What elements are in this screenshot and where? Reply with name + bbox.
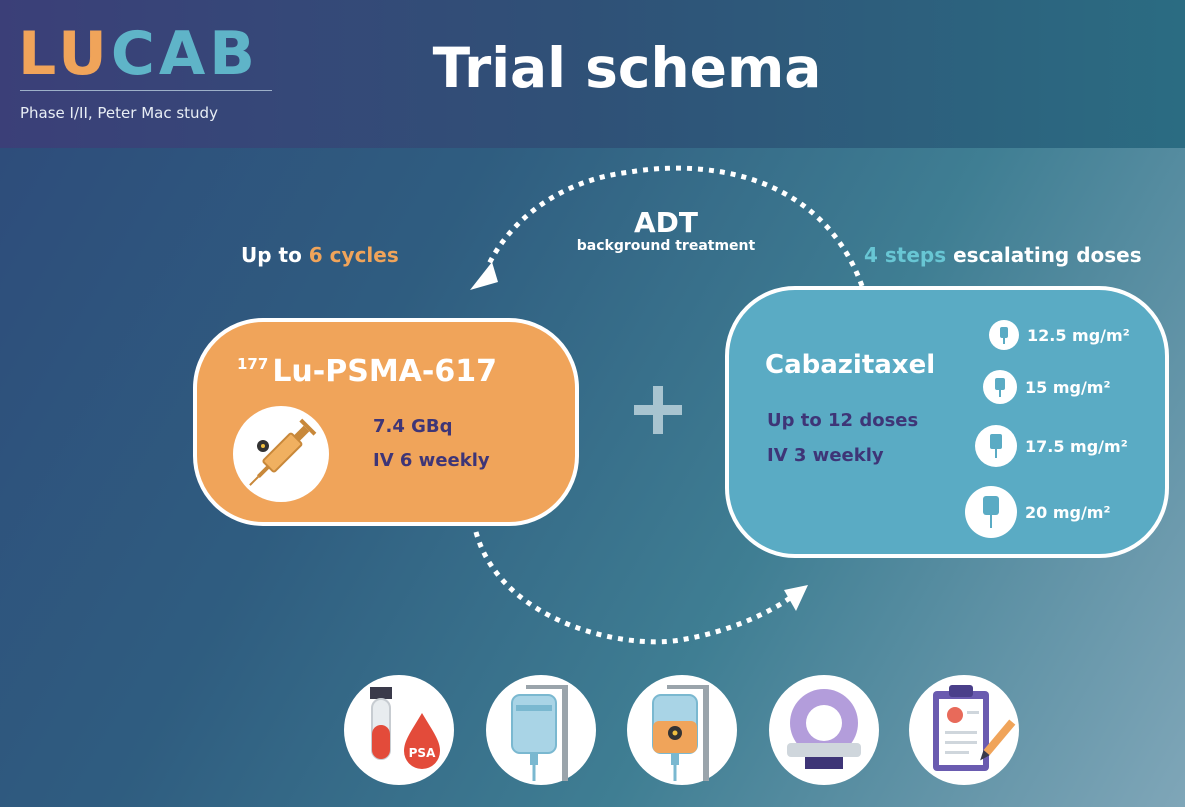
scanner-icon xyxy=(769,675,879,785)
iv-bag-icon xyxy=(486,675,596,785)
clipboard-icon xyxy=(909,675,1019,785)
dose-step-label: 20 mg/m² xyxy=(1025,502,1111,522)
steps-label: 4 steps escalating doses xyxy=(864,243,1142,267)
dose-step-label: 12.5 mg/m² xyxy=(1027,325,1130,345)
cycles-prefix: Up to xyxy=(241,243,309,267)
adt-title: ADT xyxy=(633,206,698,239)
cab-schedule: IV 3 weekly xyxy=(767,445,884,466)
steps-suffix: escalating doses xyxy=(946,243,1142,267)
page-title: Trial schema xyxy=(432,36,822,100)
logo-divider xyxy=(20,90,272,91)
dose-step-3: 17.5 mg/m² xyxy=(975,425,1128,467)
iv-drip-icon xyxy=(975,425,1017,467)
dose-step-label: 15 mg/m² xyxy=(1025,377,1111,397)
isotope-superscript: 177 xyxy=(237,355,269,373)
adt-label: ADT background treatment xyxy=(566,206,766,255)
iv-drip-icon xyxy=(983,370,1017,404)
radioactive-syringe-icon xyxy=(233,406,329,502)
lu-dose: 7.4 GBq xyxy=(373,416,453,437)
bottom-dotted-arc xyxy=(473,531,792,645)
dose-step-label: 17.5 mg/m² xyxy=(1025,436,1128,456)
bottom-arrowhead xyxy=(784,585,808,611)
dose-step-1: 12.5 mg/m² xyxy=(989,320,1130,350)
dose-step-4: 20 mg/m² xyxy=(965,486,1110,538)
top-arrowhead xyxy=(470,262,498,290)
top-dotted-arc xyxy=(485,165,865,287)
cycles-accent: 6 cycles xyxy=(308,243,399,267)
cabazitaxel-title: Cabazitaxel xyxy=(765,350,936,380)
steps-accent: 4 steps xyxy=(864,243,947,267)
adt-subtitle: background treatment xyxy=(576,238,756,254)
study-subtitle: Phase I/II, Peter Mac study xyxy=(20,104,218,122)
logo-part-lu: LU xyxy=(18,19,111,89)
blood-tube-psa-icon: PSA xyxy=(344,675,454,785)
dose-step-2: 15 mg/m² xyxy=(983,370,1110,404)
logo-part-cab: CAB xyxy=(110,19,260,89)
radioactive-iv-bag-icon xyxy=(627,675,737,785)
iv-drip-icon xyxy=(989,320,1019,350)
psa-label: PSA xyxy=(409,746,436,760)
lu-schedule: IV 6 weekly xyxy=(373,450,490,471)
cab-doses: Up to 12 doses xyxy=(767,410,919,431)
iv-drip-icon xyxy=(965,486,1017,538)
cycles-label: Up to 6 cycles xyxy=(241,243,399,267)
plus-icon xyxy=(634,386,682,434)
cabazitaxel-box: Cabazitaxel Up to 12 doses IV 3 weekly 1… xyxy=(725,286,1169,558)
lu-psma-name: Lu-PSMA-617 xyxy=(272,354,497,389)
